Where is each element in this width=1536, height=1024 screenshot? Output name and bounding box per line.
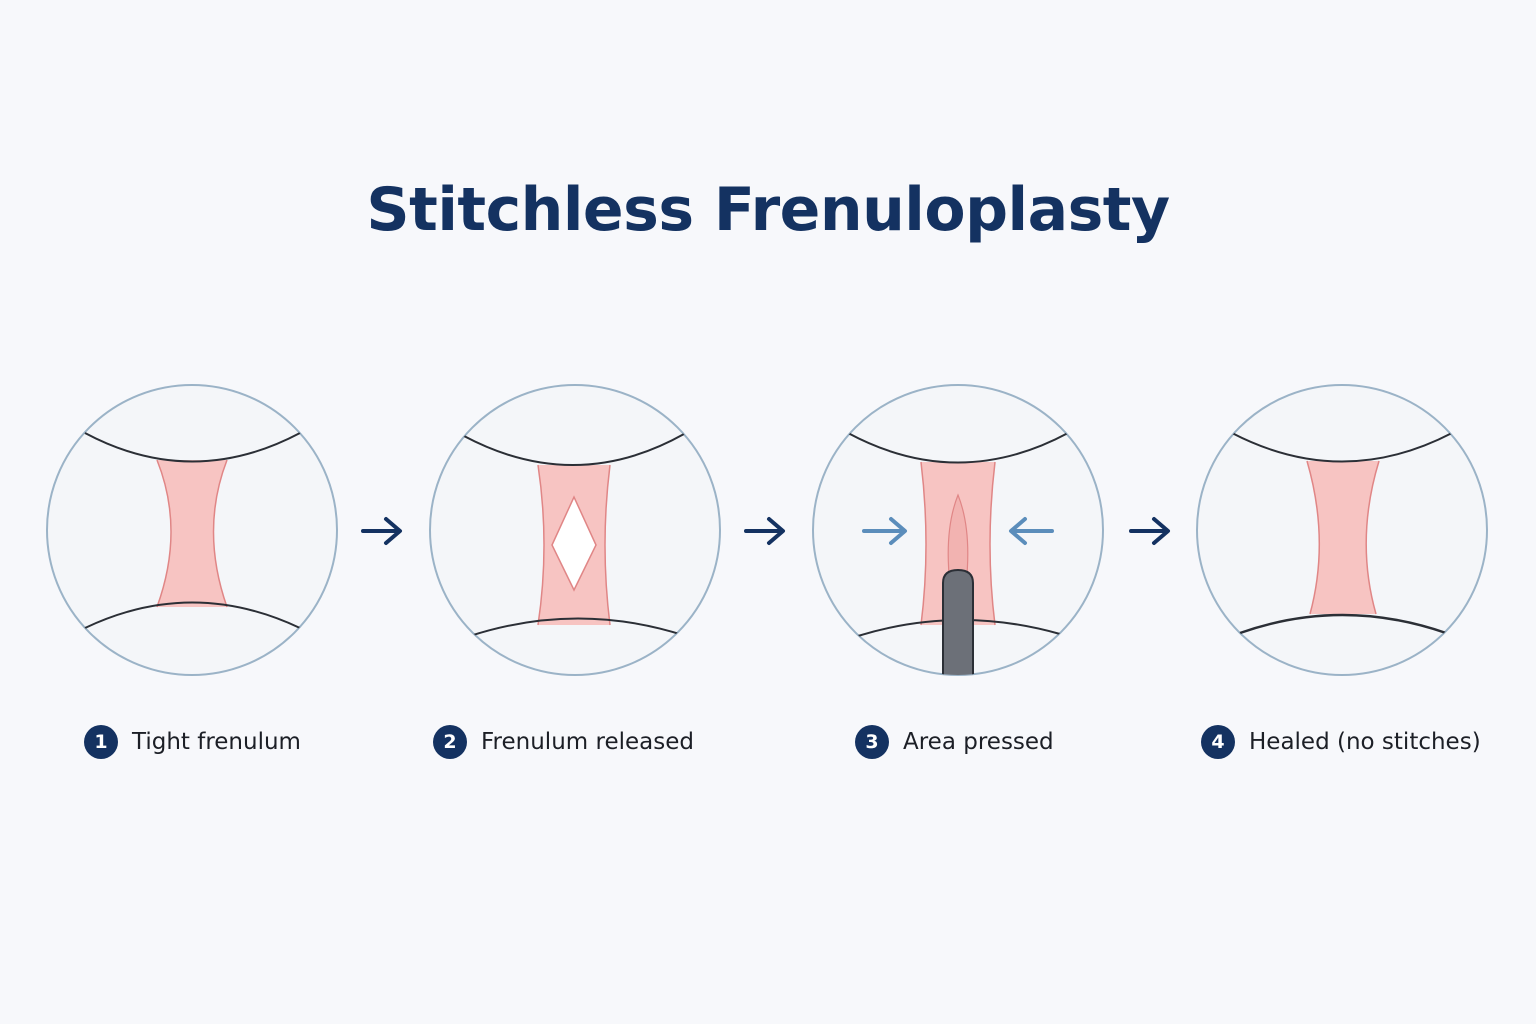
- step-label-2: 2 Frenulum released: [433, 722, 694, 762]
- step-number-badge: 1: [84, 725, 118, 759]
- step-label-text: Tight frenulum: [132, 729, 301, 755]
- step-label-4: 4 Healed (no stitches): [1201, 722, 1481, 762]
- step-number-badge: 2: [433, 725, 467, 759]
- released-frenulum-illustration: [429, 384, 721, 676]
- press-arrow-right-icon: [1009, 517, 1054, 545]
- healed-frenulum-illustration: [1196, 384, 1488, 676]
- arrow-right-icon: [361, 517, 402, 545]
- step-label-1: 1 Tight frenulum: [84, 722, 301, 762]
- page-title: Stitchless Frenuloplasty: [366, 175, 1170, 245]
- step-label-text: Healed (no stitches): [1249, 729, 1481, 755]
- arrow-right-icon: [744, 517, 785, 545]
- arrow-right-icon: [1129, 517, 1170, 545]
- step-number-badge: 3: [855, 725, 889, 759]
- press-arrow-left-icon: [862, 517, 907, 545]
- tight-frenulum-illustration: [46, 384, 338, 676]
- step-label-3: 3 Area pressed: [855, 722, 1054, 762]
- step-number-badge: 4: [1201, 725, 1235, 759]
- pressed-area-illustration: [812, 384, 1104, 676]
- step-label-text: Frenulum released: [481, 729, 694, 755]
- step-label-text: Area pressed: [903, 729, 1054, 755]
